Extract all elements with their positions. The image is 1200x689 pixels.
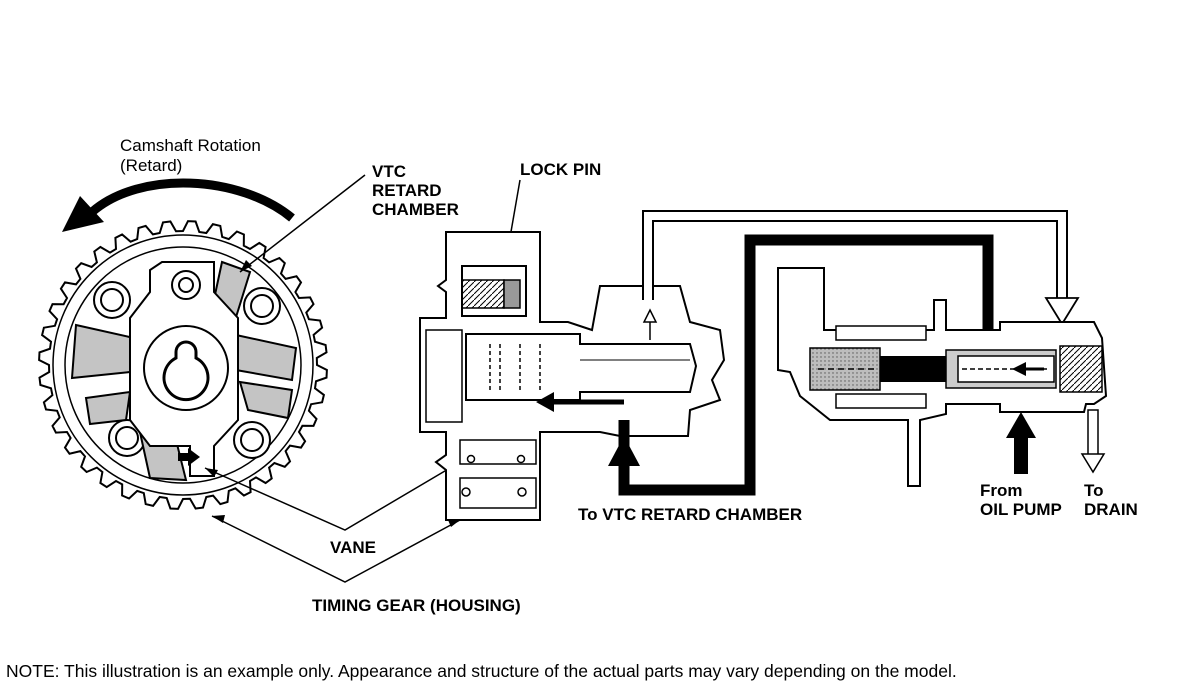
drain-return-line: [642, 210, 1080, 326]
camshaft-retard-label: (Retard): [120, 156, 183, 175]
drain-arrow: [1080, 409, 1106, 474]
chamber-label: CHAMBER: [372, 200, 459, 219]
camshaft-rotation-arrow: [62, 178, 295, 232]
camshaft: [465, 333, 698, 401]
leader-lines: [204, 174, 521, 583]
from-label: From: [980, 481, 1023, 500]
timing-gear: [38, 220, 328, 510]
camshaft-rotation-label: Camshaft Rotation: [120, 136, 261, 155]
to-label: To: [1084, 481, 1104, 500]
lock-pin-label: LOCK PIN: [520, 160, 602, 179]
note-text: NOTE: This illustration is an example on…: [6, 661, 957, 681]
oil-pump-label: OIL PUMP: [980, 500, 1062, 519]
lock-pin: [461, 265, 527, 317]
vane-arrow: [178, 448, 200, 466]
oil-flow-to-retard-chamber: [536, 234, 994, 496]
vtc-label: VTC: [372, 162, 406, 181]
vtc-actuator-section: [419, 231, 726, 521]
rotor-hub: [129, 261, 239, 477]
vane-label: VANE: [330, 538, 376, 557]
housing-lower: [459, 439, 537, 509]
vtc-oil-control-valve: [777, 267, 1108, 487]
to-vtc-retard-chamber-label: To VTC RETARD CHAMBER: [578, 505, 803, 524]
drain-label: DRAIN: [1084, 500, 1138, 519]
gear-bolt-holes: [93, 281, 281, 459]
retard-label: RETARD: [372, 181, 442, 200]
oil-pump-feed-arrow: [1006, 412, 1036, 474]
timing-gear-label: TIMING GEAR (HOUSING): [312, 596, 521, 615]
